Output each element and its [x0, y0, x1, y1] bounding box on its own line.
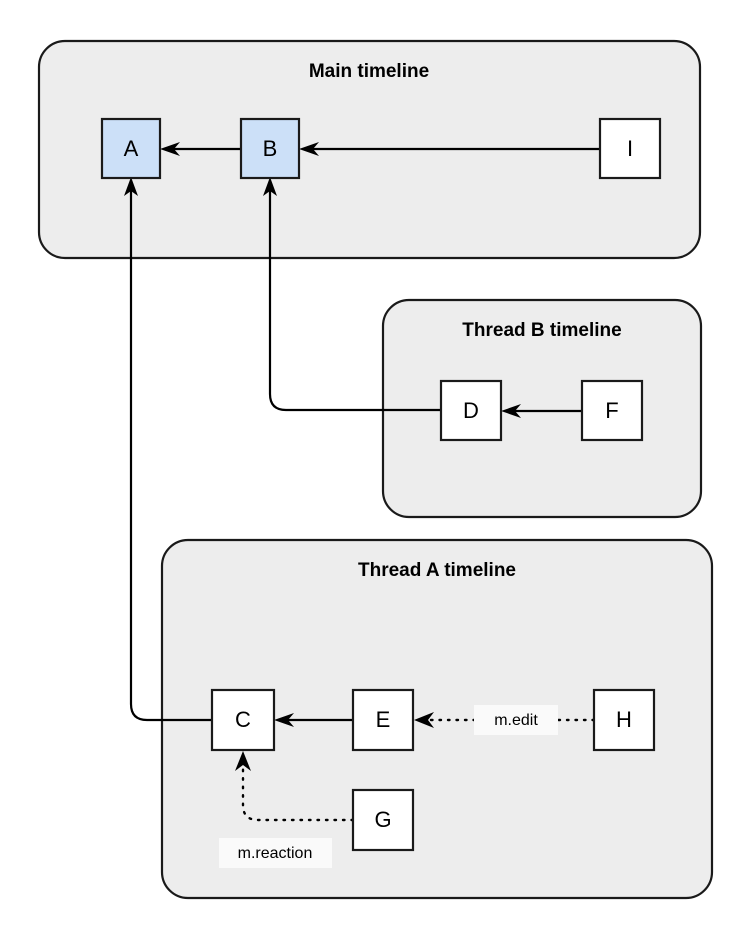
- node-g[interactable]: G: [351, 788, 415, 852]
- node-i-label: I: [627, 136, 633, 161]
- edge-label-m-edit-text: m.edit: [494, 712, 538, 729]
- edge-label-m-reaction: m.reaction: [219, 838, 332, 868]
- node-e[interactable]: E: [351, 688, 415, 752]
- edge-g-to-c-path: [241, 763, 355, 822]
- node-h-label: H: [616, 707, 632, 732]
- container-thread-b-timeline: Thread B timeline: [381, 298, 703, 519]
- node-a-rect[interactable]: [100, 117, 162, 180]
- node-e-label: E: [376, 707, 391, 732]
- edge-d-to-b: [263, 177, 441, 412]
- node-f-rect[interactable]: [580, 379, 644, 442]
- container-thread-b-timeline-rect: [381, 298, 703, 519]
- node-i[interactable]: I: [598, 117, 662, 180]
- node-f[interactable]: F: [580, 379, 644, 442]
- node-b-rect[interactable]: [239, 117, 301, 180]
- edge-e-to-c-arrowhead: [274, 713, 294, 727]
- edge-h-to-e-arrowhead: [414, 712, 434, 728]
- node-i-rect[interactable]: [598, 117, 662, 180]
- edge-f-to-d: [501, 404, 582, 418]
- edge-c-to-a-path: [129, 190, 212, 722]
- node-c[interactable]: C: [210, 688, 276, 752]
- node-b-label: B: [263, 136, 278, 161]
- node-e-rect[interactable]: [351, 688, 415, 752]
- node-h-rect[interactable]: [592, 688, 656, 752]
- edge-c-to-a-arrowhead: [124, 177, 138, 196]
- edge-f-to-d-arrowhead: [501, 404, 521, 418]
- container-main-timeline-title: Main timeline: [309, 61, 429, 82]
- edge-label-m-edit-bg: [474, 705, 558, 735]
- edge-b-to-a-arrowhead: [160, 142, 180, 156]
- edge-g-to-c-arrowhead: [235, 751, 251, 771]
- edge-d-to-b-arrowhead: [263, 177, 277, 196]
- node-b[interactable]: B: [239, 117, 301, 180]
- container-thread-a-timeline-title: Thread A timeline: [358, 560, 516, 581]
- edge-label-m-reaction-text: m.reaction: [238, 845, 313, 862]
- node-a-label: A: [124, 136, 139, 161]
- node-c-label: C: [235, 707, 251, 732]
- node-d-label: D: [463, 398, 479, 423]
- edge-g-to-c: [235, 751, 355, 822]
- edge-h-to-e: [414, 712, 596, 728]
- node-d-rect[interactable]: [439, 379, 503, 442]
- edge-d-to-b-path: [268, 190, 441, 412]
- node-f-label: F: [605, 398, 618, 423]
- edge-e-to-c: [274, 713, 353, 727]
- node-d[interactable]: D: [439, 379, 503, 442]
- node-g-rect[interactable]: [351, 788, 415, 852]
- container-thread-b-timeline-title: Thread B timeline: [462, 320, 621, 341]
- edge-label-m-reaction-bg: [219, 838, 332, 868]
- edge-c-to-a: [124, 177, 212, 722]
- edge-label-m-edit: m.edit: [474, 705, 558, 735]
- node-g-label: G: [374, 807, 391, 832]
- container-thread-a-timeline: Thread A timeline: [160, 538, 714, 900]
- edge-b-to-a: [160, 142, 241, 156]
- edge-i-to-b: [299, 142, 600, 156]
- node-h[interactable]: H: [592, 688, 656, 752]
- node-c-rect[interactable]: [210, 688, 276, 752]
- edge-i-to-b-arrowhead: [299, 142, 319, 156]
- node-a[interactable]: A: [100, 117, 162, 180]
